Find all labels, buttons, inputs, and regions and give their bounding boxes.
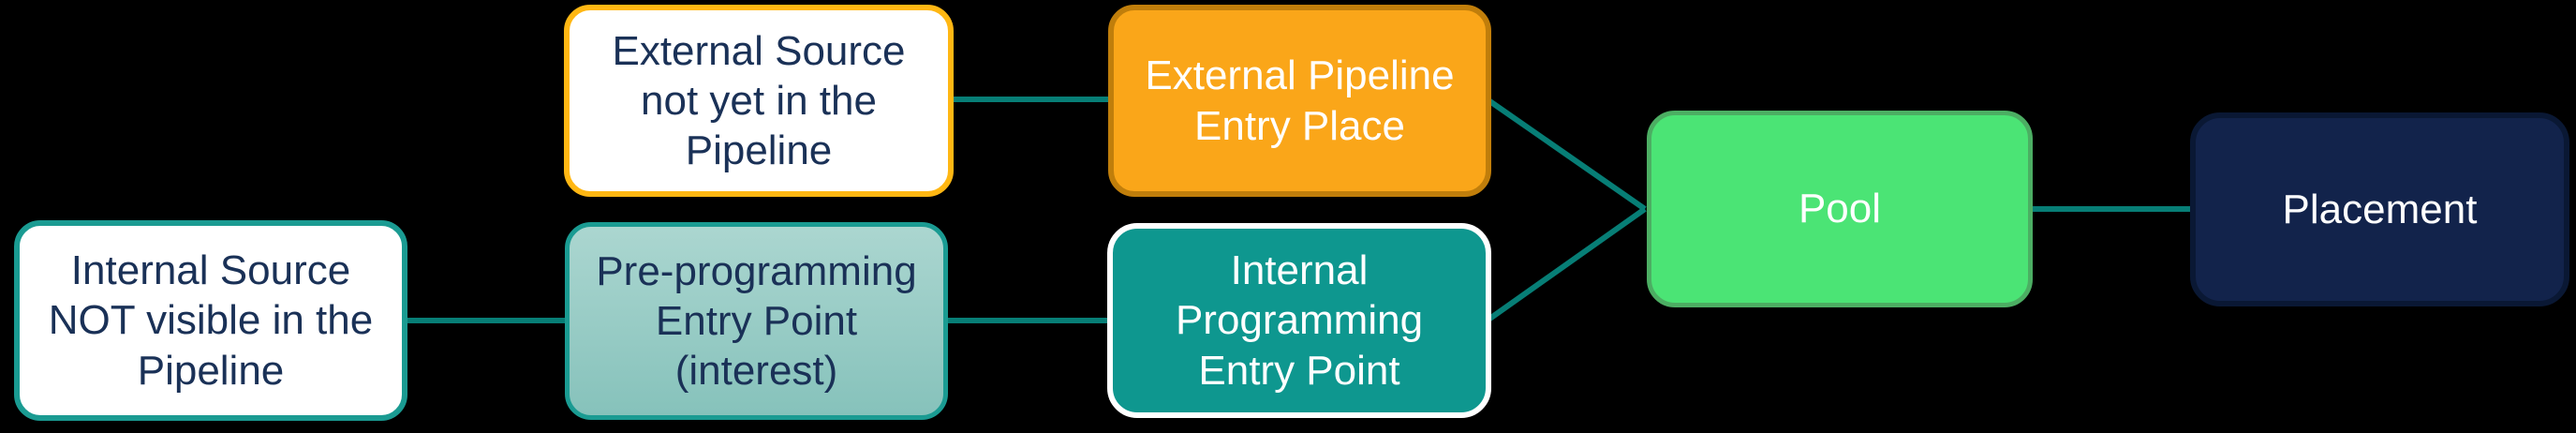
node-internal-source: Internal Source NOT visible in the Pipel… [14, 220, 407, 421]
node-internal-programming-entry-point: Internal Programming Entry Point [1107, 223, 1491, 418]
node-placement: Placement [2190, 112, 2569, 306]
node-external-pipeline-entry-place: External Pipeline Entry Place [1108, 5, 1491, 197]
node-pool: Pool [1647, 111, 2033, 307]
node-external-source: External Source not yet in the Pipeline [564, 5, 954, 197]
node-pre-programming-entry-point-label: Pre-programming Entry Point (interest) [596, 247, 917, 395]
node-placement-label: Placement [2282, 186, 2478, 232]
edge-external-pipeline-to-pool [1487, 97, 1647, 212]
node-external-source-label: External Source not yet in the Pipeline [612, 27, 906, 174]
edge-internal-programming-to-pool [1487, 206, 1647, 322]
node-pool-label: Pool [1798, 186, 1882, 232]
node-internal-programming-entry-point-label: Internal Programming Entry Point [1175, 247, 1424, 394]
node-external-pipeline-entry-place-label: External Pipeline Entry Place [1145, 52, 1455, 149]
node-internal-source-label: Internal Source NOT visible in the Pipel… [48, 247, 374, 394]
node-pre-programming-entry-point: Pre-programming Entry Point (interest) [565, 222, 948, 420]
